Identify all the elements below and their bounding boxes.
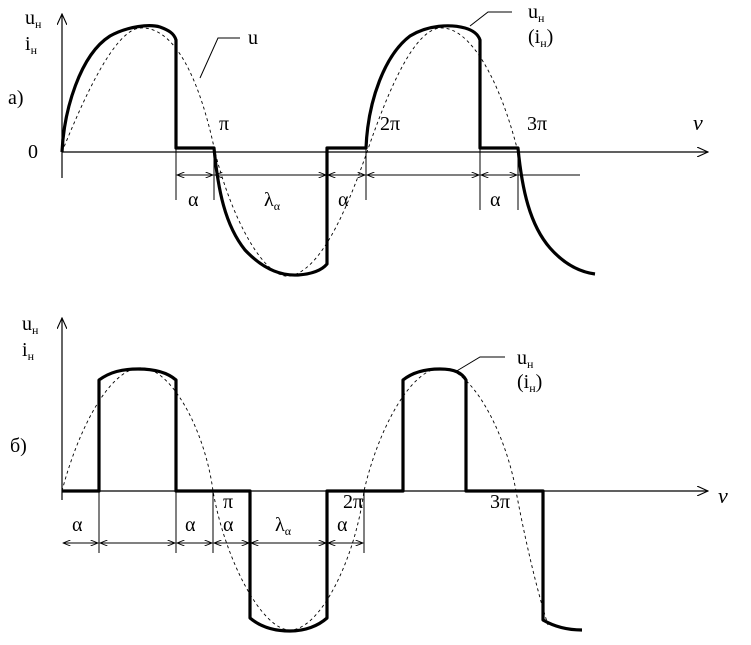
panel-b-y-label-u: uн xyxy=(22,313,39,337)
panel-b-tick-pi: π xyxy=(223,491,233,513)
panel-b-lambda-label: λα xyxy=(275,514,292,538)
panel-a-y-label-u: uн xyxy=(25,7,42,31)
panel-b-tick-2pi: 2π xyxy=(343,491,363,513)
panel-a: uн iн а) 0 π 2π 3π ν u uн (iн) α λα α α xyxy=(8,1,708,277)
panel-b-x-axis-label: ν xyxy=(718,483,728,508)
panel-a-alpha-label: α xyxy=(338,189,349,211)
panel-a-lambda-label: λα xyxy=(264,189,281,213)
panel-a-alpha-label: α xyxy=(490,189,501,211)
panel-b-reference-sine xyxy=(61,367,549,631)
panel-a-callout-in: (iн) xyxy=(528,26,553,50)
panel-b-load-waveform xyxy=(62,367,583,633)
panel-a-callout-leader-u xyxy=(199,37,240,79)
panel-b-callout-in: (iн) xyxy=(517,371,542,395)
panel-a-alpha-label: α xyxy=(188,189,199,211)
panel-a-tick-2pi: 2π xyxy=(380,113,400,135)
panel-a-tick-3pi: 3π xyxy=(527,113,547,135)
panel-a-x-axis-label: ν xyxy=(693,110,703,135)
panel-b-callout-leader-un xyxy=(454,356,505,373)
panel-b-alpha-label: α xyxy=(223,514,234,536)
panel-b-alpha-label: α xyxy=(185,514,196,536)
panel-b-y-label-i: iн xyxy=(22,339,35,363)
panel-b-callout-un: uн xyxy=(517,347,534,371)
panel-a-callout-u: u xyxy=(248,27,258,49)
panel-a-tick-pi: π xyxy=(219,113,229,135)
panel-b-tick-3pi: 3π xyxy=(490,491,510,513)
panel-a-origin: 0 xyxy=(28,141,38,163)
panel-b: uн iн б) π 2π 3π ν uн (iн) α α α λα α xyxy=(10,313,728,633)
panel-a-load-waveform xyxy=(60,24,596,277)
panel-a-tag: а) xyxy=(8,87,24,109)
panel-a-y-label-i: iн xyxy=(25,33,38,57)
panel-b-alpha-label: α xyxy=(72,514,83,536)
panel-a-callout-un: uн xyxy=(528,1,545,25)
panel-a-callout-leader-un xyxy=(469,11,512,27)
panel-b-tag: б) xyxy=(10,435,27,457)
panel-b-alpha-label: α xyxy=(337,514,348,536)
